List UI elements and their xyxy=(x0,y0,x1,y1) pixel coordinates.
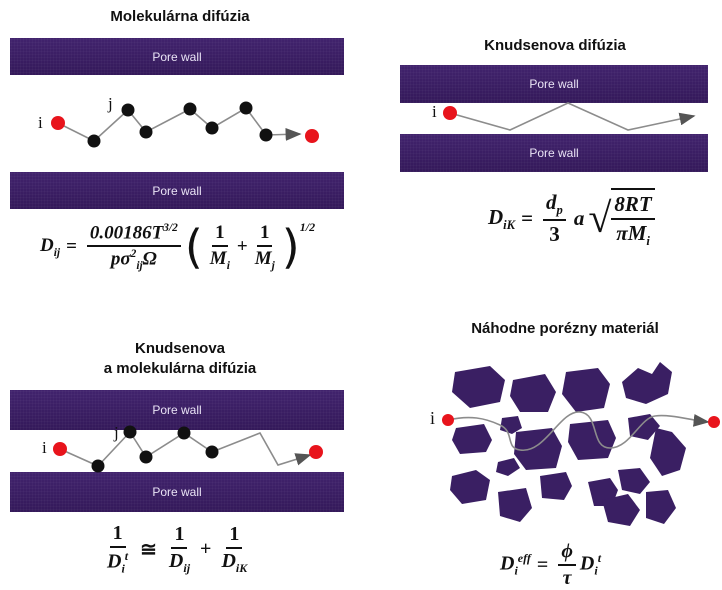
porous-particles xyxy=(450,362,686,526)
formula-molecular-lhs: Dij xyxy=(40,235,61,259)
molecule-end-random xyxy=(708,416,720,428)
particle xyxy=(500,416,522,434)
particle xyxy=(514,428,562,470)
label-i-molecular: i xyxy=(38,113,43,132)
combined-diffusion-title-line2: a molekulárna difúzia xyxy=(103,360,257,377)
particle xyxy=(650,428,686,476)
molecule-i-combined xyxy=(53,442,67,456)
pore-wall-molecular-bottom: Pore wall xyxy=(10,172,344,209)
molecule-black xyxy=(239,101,253,115)
molecule-i-knudsen xyxy=(443,106,457,120)
formula-knudsen: DiK = dp 3 a √ 8RT πMi xyxy=(488,188,659,249)
molecule-black xyxy=(139,450,153,464)
particle xyxy=(452,424,492,454)
pore-wall-combined-top: Pore wall xyxy=(10,390,344,430)
formula-molecular-mj: 1 Mj xyxy=(254,222,275,272)
molecule-black xyxy=(139,125,153,139)
particle xyxy=(568,420,616,460)
formula-combined: 1 Dit ≅ 1 Dij + 1 DiK xyxy=(107,522,248,576)
formula-random: Dieff = ϕ τ Dit xyxy=(500,540,602,589)
molecule-black xyxy=(91,459,105,473)
particle xyxy=(646,490,676,524)
combined-path xyxy=(53,425,323,473)
particle xyxy=(618,468,650,494)
molecule-j-molecular xyxy=(121,103,135,117)
molecule-i-random xyxy=(442,414,454,426)
random-porous-title: Náhodne porézny materiál xyxy=(471,320,659,337)
formula-molecular-fraction: 0.00186T3/2 pσ2ijΩ xyxy=(86,222,181,272)
knudsen-diffusion-title: Knudsenova difúzia xyxy=(484,37,626,54)
label-i-knudsen: i xyxy=(432,102,437,121)
particle xyxy=(496,458,520,476)
particle xyxy=(562,368,610,412)
molecule-end-molecular xyxy=(305,129,319,143)
molecule-black xyxy=(183,102,197,116)
particle xyxy=(622,362,672,404)
label-i-combined: i xyxy=(42,438,47,457)
pore-wall-knudsen-bottom: Pore wall xyxy=(400,134,708,172)
equals-sign: = xyxy=(66,236,77,257)
label-j-molecular: j xyxy=(108,94,113,113)
label-i-random: i xyxy=(430,408,436,428)
particle xyxy=(452,366,505,408)
molecule-black xyxy=(177,426,191,440)
pore-wall-combined-bottom: Pore wall xyxy=(10,472,344,512)
molecule-black xyxy=(205,121,219,135)
knudsen-path xyxy=(443,102,696,131)
tortuous-path xyxy=(442,411,720,451)
particle xyxy=(602,494,640,526)
combined-diffusion-title-line1: Knudsenova xyxy=(134,340,225,357)
particle xyxy=(628,414,660,440)
particle xyxy=(510,374,556,412)
formula-molecular: Dij = 0.00186T3/2 pσ2ijΩ ( 1 Mi + 1 Mj )… xyxy=(40,220,316,274)
molecule-end-combined xyxy=(309,445,323,459)
molecule-black xyxy=(205,445,219,459)
molecule-black xyxy=(87,134,101,148)
pore-wall-molecular-top: Pore wall xyxy=(10,38,344,75)
particle xyxy=(498,488,532,522)
molecular-path xyxy=(51,101,319,148)
molecular-diffusion-title: Molekulárna difúzia xyxy=(110,8,250,25)
particle xyxy=(540,472,572,500)
molecule-i-molecular xyxy=(51,116,65,130)
molecule-j-combined xyxy=(123,425,137,439)
molecule-black xyxy=(259,128,273,142)
particle xyxy=(450,470,490,504)
formula-molecular-mi: 1 Mi xyxy=(209,222,230,272)
pore-wall-knudsen-top: Pore wall xyxy=(400,65,708,103)
label-j-combined: j xyxy=(114,423,119,442)
